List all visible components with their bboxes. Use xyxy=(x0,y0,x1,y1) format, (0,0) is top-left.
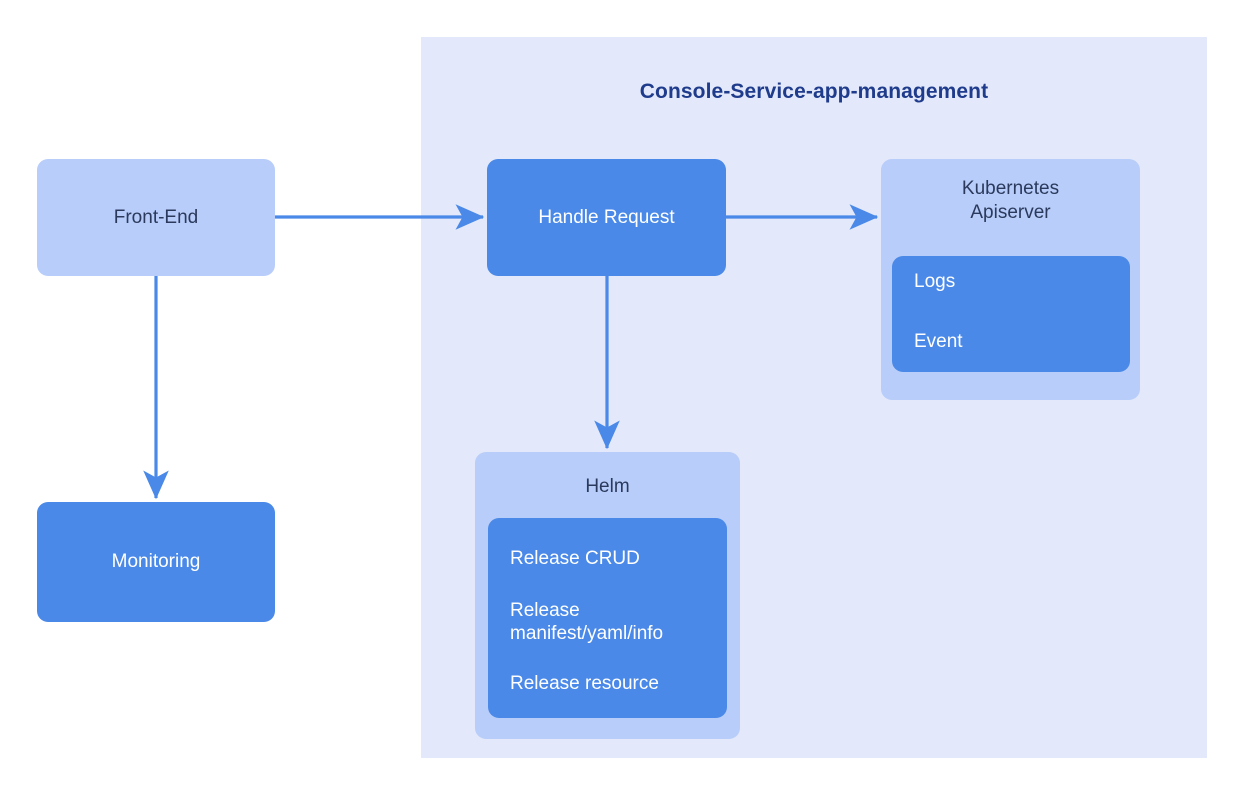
kubernetes-apiserver-body xyxy=(892,256,1130,372)
kubernetes-item-logs[interactable]: Logs xyxy=(914,271,956,292)
helm-item-release-crud[interactable]: Release CRUD xyxy=(510,548,640,569)
node-monitoring-label: Monitoring xyxy=(111,551,201,573)
node-front-end[interactable]: Front-End xyxy=(37,159,275,276)
node-kubernetes-apiserver-title: Kubernetes Apiserver xyxy=(961,178,1060,223)
node-front-end-label: Front-End xyxy=(113,206,199,228)
node-helm-title: Helm xyxy=(585,476,630,497)
kubernetes-item-event[interactable]: Event xyxy=(914,331,963,352)
helm-item-release-manifest[interactable]: Release manifest/yaml/info xyxy=(510,600,664,645)
node-handle-request[interactable]: Handle Request xyxy=(487,159,726,276)
helm-body xyxy=(488,518,727,718)
node-handle-request-label: Handle Request xyxy=(538,206,675,228)
node-monitoring[interactable]: Monitoring xyxy=(37,502,275,622)
console-service-app-management-title: Console-Service-app-management xyxy=(639,80,989,103)
helm-item-release-resource[interactable]: Release resource xyxy=(510,673,659,694)
